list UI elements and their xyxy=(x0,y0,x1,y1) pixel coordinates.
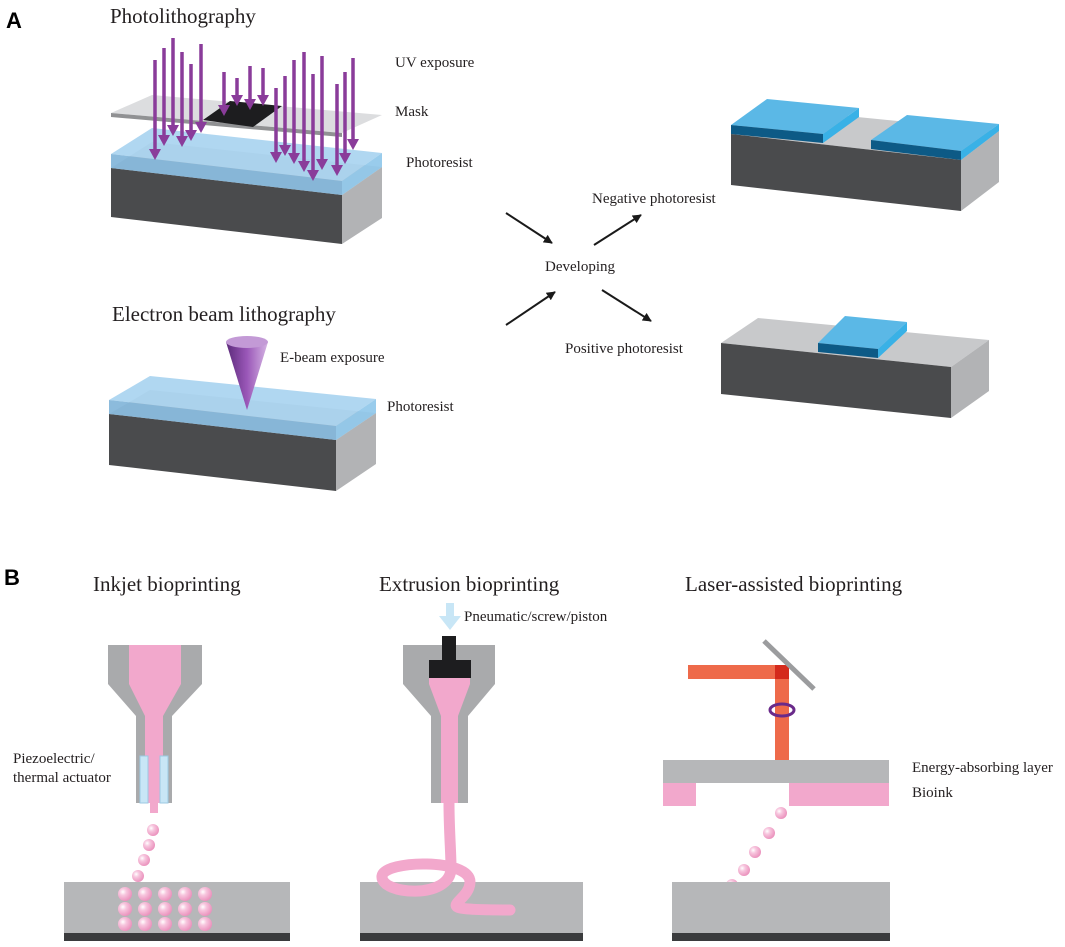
inkjet-deposited-droplets xyxy=(118,887,212,931)
uv-arrow xyxy=(244,66,256,110)
actuator-label-line1: Piezoelectric/ xyxy=(13,751,95,767)
bioink-label: Bioink xyxy=(912,785,953,801)
deposited-droplet xyxy=(138,902,152,916)
inkjet-printhead xyxy=(108,645,202,813)
extrusion-printhead xyxy=(403,636,495,803)
uv-arrow xyxy=(347,58,359,150)
droplet xyxy=(749,846,761,858)
extrusion-title: Extrusion bioprinting xyxy=(379,572,560,596)
uv-arrow xyxy=(158,48,170,146)
uv-arrow xyxy=(331,84,343,176)
bioink-left xyxy=(663,783,696,806)
energy-absorbing-layer-label: Energy-absorbing layer xyxy=(912,760,1053,776)
panel-a-letter: A xyxy=(6,8,22,33)
uv-arrow xyxy=(218,72,230,116)
uv-arrow xyxy=(316,56,328,170)
pneumatic-label: Pneumatic/screw/piston xyxy=(464,609,608,625)
uv-arrow xyxy=(279,76,291,156)
uv-arrow xyxy=(185,64,197,141)
ebl-photoresist-layer xyxy=(109,376,376,440)
pneumatic-arrow xyxy=(439,603,461,630)
uv-arrow xyxy=(231,78,243,106)
deposited-droplet xyxy=(178,887,192,901)
deposited-droplet xyxy=(178,917,192,931)
mask-label: Mask xyxy=(395,104,429,120)
inkjet-substrate xyxy=(64,882,290,941)
photoresist-label-bottom: Photoresist xyxy=(387,399,455,415)
droplet xyxy=(143,839,155,851)
deposited-droplet xyxy=(198,917,212,931)
droplet xyxy=(147,824,159,836)
photolithography-title: Photolithography xyxy=(110,4,256,28)
deposited-droplet xyxy=(138,917,152,931)
uv-arrow xyxy=(167,38,179,136)
panel-b-letter: B xyxy=(4,565,20,590)
uv-arrow xyxy=(176,52,188,147)
extruded-filament xyxy=(376,797,516,916)
focusing-lens xyxy=(768,702,796,718)
uv-arrow xyxy=(257,68,269,106)
laser-beam xyxy=(688,665,789,761)
deposited-droplet xyxy=(118,887,132,901)
laser-mirror xyxy=(762,639,816,691)
inkjet-droplets xyxy=(132,824,159,882)
droplet xyxy=(763,827,775,839)
developing-label: Developing xyxy=(545,259,615,275)
actuator-label-line2: thermal actuator xyxy=(13,770,111,786)
laser-title: Laser-assisted bioprinting xyxy=(685,572,903,596)
bioink-right xyxy=(789,783,889,806)
uv-arrow xyxy=(149,60,161,160)
ebl-title: Electron beam lithography xyxy=(112,302,336,326)
photoresist-label-top: Photoresist xyxy=(406,155,474,171)
uv-arrow xyxy=(307,74,319,181)
deposited-droplet xyxy=(178,902,192,916)
droplet xyxy=(132,870,144,882)
uv-arrow xyxy=(195,44,207,133)
negative-photoresist-label: Negative photoresist xyxy=(592,191,717,207)
uv-arrow xyxy=(288,60,300,164)
positive-photoresist-label: Positive photoresist xyxy=(565,341,684,357)
deposited-droplet xyxy=(118,917,132,931)
deposited-droplet xyxy=(158,902,172,916)
uv-exposure-label: UV exposure xyxy=(395,55,475,71)
uv-exposure-arrows xyxy=(149,38,359,181)
uv-arrow xyxy=(298,52,310,172)
ebeam-cone xyxy=(226,336,268,410)
deposited-droplet xyxy=(198,887,212,901)
deposited-droplet xyxy=(198,902,212,916)
energy-absorbing-layer xyxy=(663,760,889,783)
deposited-droplet xyxy=(138,887,152,901)
deposited-droplet xyxy=(158,917,172,931)
laser-substrate xyxy=(672,882,890,941)
negative-result-block xyxy=(731,99,999,211)
droplet xyxy=(138,854,150,866)
flow-arrows xyxy=(505,212,652,326)
uv-arrow xyxy=(339,72,351,164)
ebeam-exposure-label: E-beam exposure xyxy=(280,350,385,366)
deposited-droplet xyxy=(158,887,172,901)
droplet xyxy=(738,864,750,876)
droplet xyxy=(775,807,787,819)
inkjet-title: Inkjet bioprinting xyxy=(93,572,241,596)
deposited-droplet xyxy=(118,902,132,916)
uv-arrow xyxy=(270,88,282,163)
positive-result-block xyxy=(721,316,989,418)
